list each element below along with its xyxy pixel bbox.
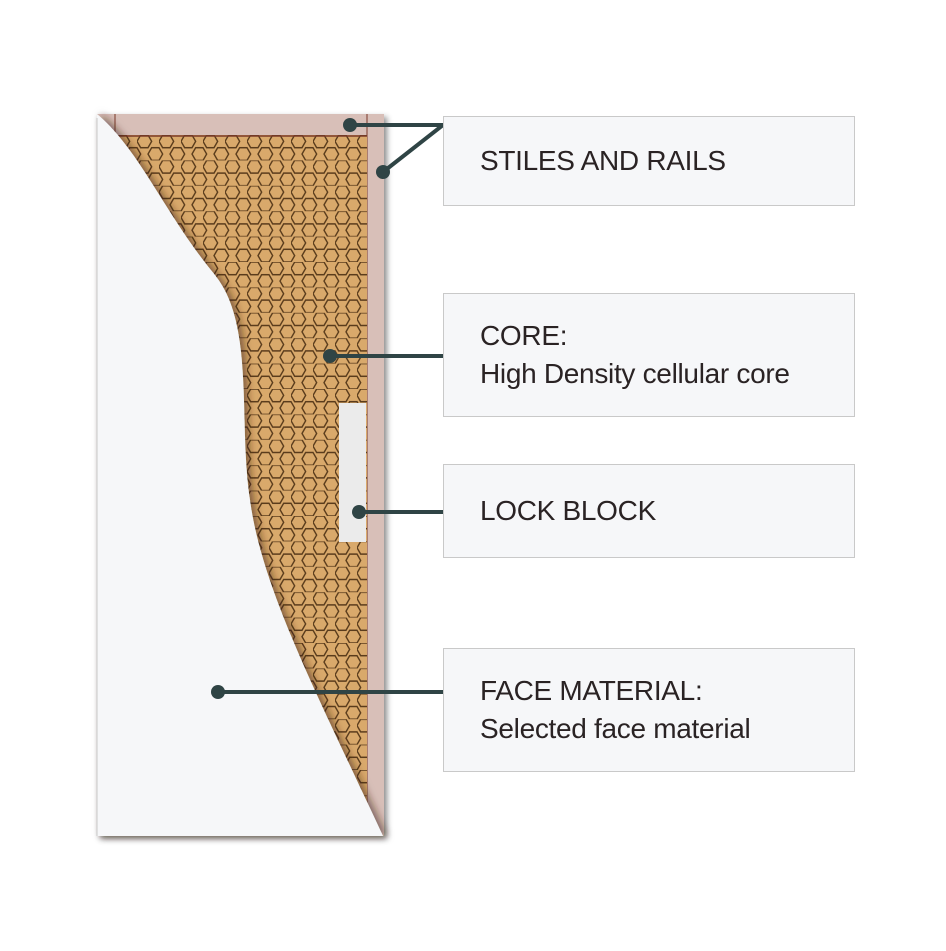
connector-dot-face-material [211,685,225,699]
label-face-material: FACE MATERIAL: Selected face material [443,648,855,772]
label-description: Selected face material [480,713,751,744]
connector-dot-stile [376,165,390,179]
face-material-sheet [97,114,383,836]
label-description: High Density cellular core [480,358,790,389]
label-stiles-and-rails: STILES AND RAILS [443,116,855,206]
label-text: STILES AND RAILS [480,145,726,176]
connector-dot-rail [343,118,357,132]
label-title: CORE: [480,320,568,351]
label-core: CORE: High Density cellular core [443,293,855,417]
connector-dot-lock-block [352,505,366,519]
label-text: LOCK BLOCK [480,495,656,526]
lock-block [339,403,366,542]
connector-dot-core [323,349,337,363]
label-lock-block: LOCK BLOCK [443,464,855,558]
label-title: FACE MATERIAL: [480,675,703,706]
